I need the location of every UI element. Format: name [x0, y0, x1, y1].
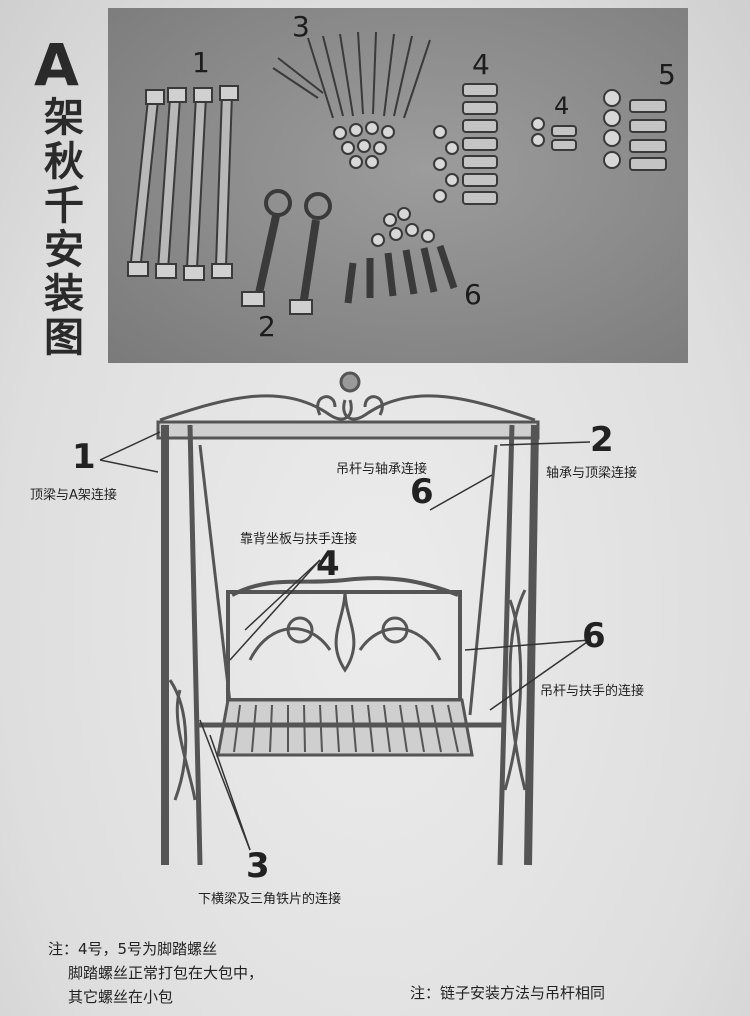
diagram-caption-2: 轴承与顶梁连接 — [546, 466, 638, 481]
diagram-caption-6-top: 吊杆与轴承连接 — [336, 462, 428, 477]
swing-diagram — [99, 371, 591, 866]
photo-label-2: 2 — [258, 310, 276, 343]
diagram-label-2: 2 — [590, 420, 614, 460]
note-line-2: 脚踏螺丝正常打包在大包中， — [68, 964, 264, 982]
hardware-photo: 1 3 4 4 5 2 6 — [108, 8, 688, 363]
diagram-label-1: 1 — [72, 437, 96, 477]
note-line-3: 其它螺丝在小包 — [68, 988, 174, 1006]
title-vertical: 架秋千安装图 — [44, 95, 84, 361]
photo-label-4a: 4 — [472, 48, 490, 81]
note-line-1: 注：4号，5号为脚踏螺丝 — [48, 940, 218, 958]
bolt-group-2 — [241, 189, 332, 315]
diagram-label-6-top: 6 — [410, 472, 434, 512]
diagram-caption-4: 靠背坐板与扶手连接 — [240, 532, 358, 547]
photo-label-5: 5 — [658, 58, 676, 91]
bolt-group-4b — [531, 117, 577, 151]
note-right: 注：链子安装方法与吊杆相同 — [410, 984, 606, 1002]
photo-label-6: 6 — [464, 278, 482, 311]
bolt-group-1 — [127, 85, 239, 281]
diagram-label-4: 4 — [316, 544, 340, 584]
diagram-label-6-right: 6 — [582, 616, 606, 656]
photo-label-1: 1 — [192, 46, 210, 79]
bolt-group-5 — [603, 89, 667, 171]
diagram-caption-3: 下横梁及三角铁片的连接 — [198, 892, 342, 907]
title-letter: A — [34, 31, 79, 99]
bolt-group-6 — [344, 207, 458, 304]
bolts-illustration — [127, 31, 667, 315]
photo-label-3: 3 — [292, 10, 310, 43]
photo-label-4b: 4 — [554, 92, 570, 120]
bolt-group-3 — [272, 31, 431, 169]
diagram-caption-6-right: 吊杆与扶手的连接 — [540, 684, 645, 699]
diagram-label-3: 3 — [246, 846, 270, 886]
diagram-caption-1: 顶梁与A架连接 — [30, 488, 117, 503]
bolt-group-4a — [433, 83, 498, 205]
